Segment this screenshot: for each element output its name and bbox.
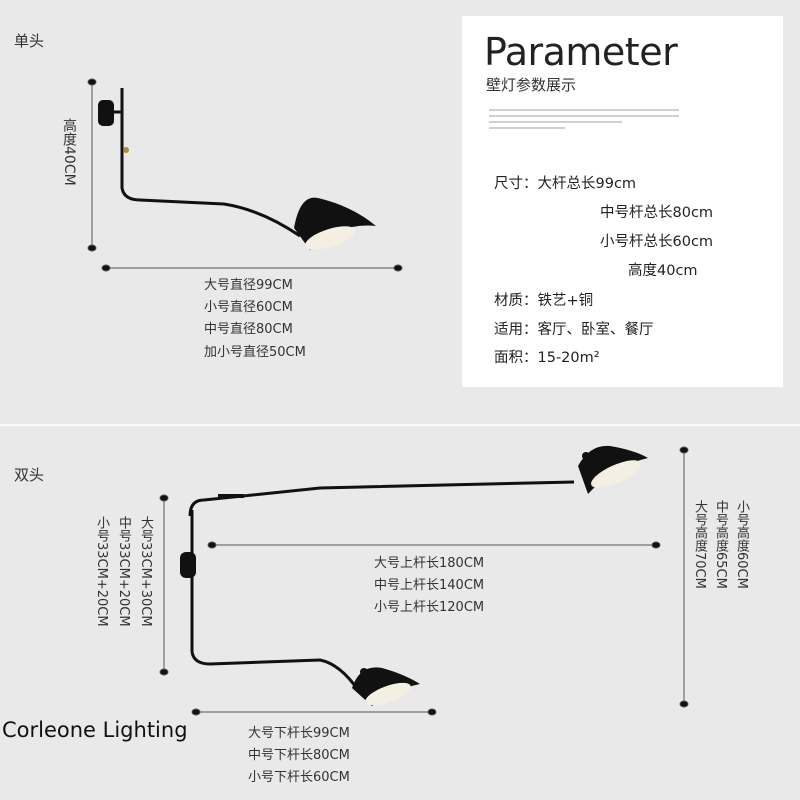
- double-upper-rod-medium: 中号上杆长140CM: [374, 578, 485, 593]
- spec-size: 尺寸：大杆总长99cm: [494, 176, 637, 192]
- spec-area: 面积：15-20m²: [494, 350, 600, 366]
- spec-small-rod: 小号杆总长60cm: [600, 234, 714, 250]
- spec-usage: 适用：客厅、卧室、餐厅: [494, 322, 654, 338]
- double-left-vertical-small: 小号33CM+20CM: [94, 516, 109, 627]
- fine-print-decoration: [489, 106, 679, 148]
- double-lower-rod-small: 小号下杆长60CM: [248, 770, 350, 785]
- double-height-small: 小号高度60CM: [734, 500, 749, 589]
- single-diameter-extra-small: 加小号直径50CM: [204, 345, 306, 360]
- double-head-label: 双头: [14, 466, 45, 484]
- section-divider: [0, 424, 800, 426]
- double-left-vertical-large: 大号33CM+30CM: [138, 516, 153, 627]
- brand-watermark: Corleone Lighting: [2, 718, 188, 742]
- single-height-dimension-line: [87, 78, 97, 252]
- double-left-vertical-dimension-line: [159, 494, 169, 676]
- single-width-dimension-line: [101, 264, 403, 272]
- spec-height: 高度40cm: [628, 263, 698, 279]
- double-height-large: 大号高度70CM: [692, 500, 707, 589]
- single-diameter-small: 小号直径60CM: [204, 300, 293, 315]
- double-lower-rod-medium: 中号下杆长80CM: [248, 748, 350, 763]
- single-diameter-medium: 中号直径80CM: [204, 322, 293, 337]
- parameter-card: [462, 16, 783, 387]
- single-height-label: 高度40CM: [61, 118, 77, 186]
- single-diameter-large: 大号直径99CM: [204, 278, 293, 293]
- double-left-vertical-medium: 中号33CM+20CM: [116, 516, 131, 627]
- double-wall-lamp: [180, 445, 648, 706]
- double-height-medium: 中号高度65CM: [713, 500, 728, 589]
- double-upper-rod-large: 大号上杆长180CM: [374, 556, 485, 571]
- single-wall-lamp: [98, 88, 376, 250]
- double-lower-rod-large: 大号下杆长99CM: [248, 726, 350, 741]
- parameter-title: Parameter: [484, 30, 678, 74]
- double-lower-rod-dimension-line: [191, 708, 437, 716]
- double-upper-rod-small: 小号上杆长120CM: [374, 600, 485, 615]
- spec-material: 材质：铁艺+铜: [494, 293, 594, 309]
- double-upper-rod-dimension-line: [207, 541, 661, 549]
- single-head-label: 单头: [14, 32, 45, 50]
- parameter-subtitle: 壁灯参数展示: [486, 76, 577, 94]
- spec-medium-rod: 中号杆总长80cm: [600, 205, 714, 221]
- double-height-dimension-line: [679, 446, 689, 708]
